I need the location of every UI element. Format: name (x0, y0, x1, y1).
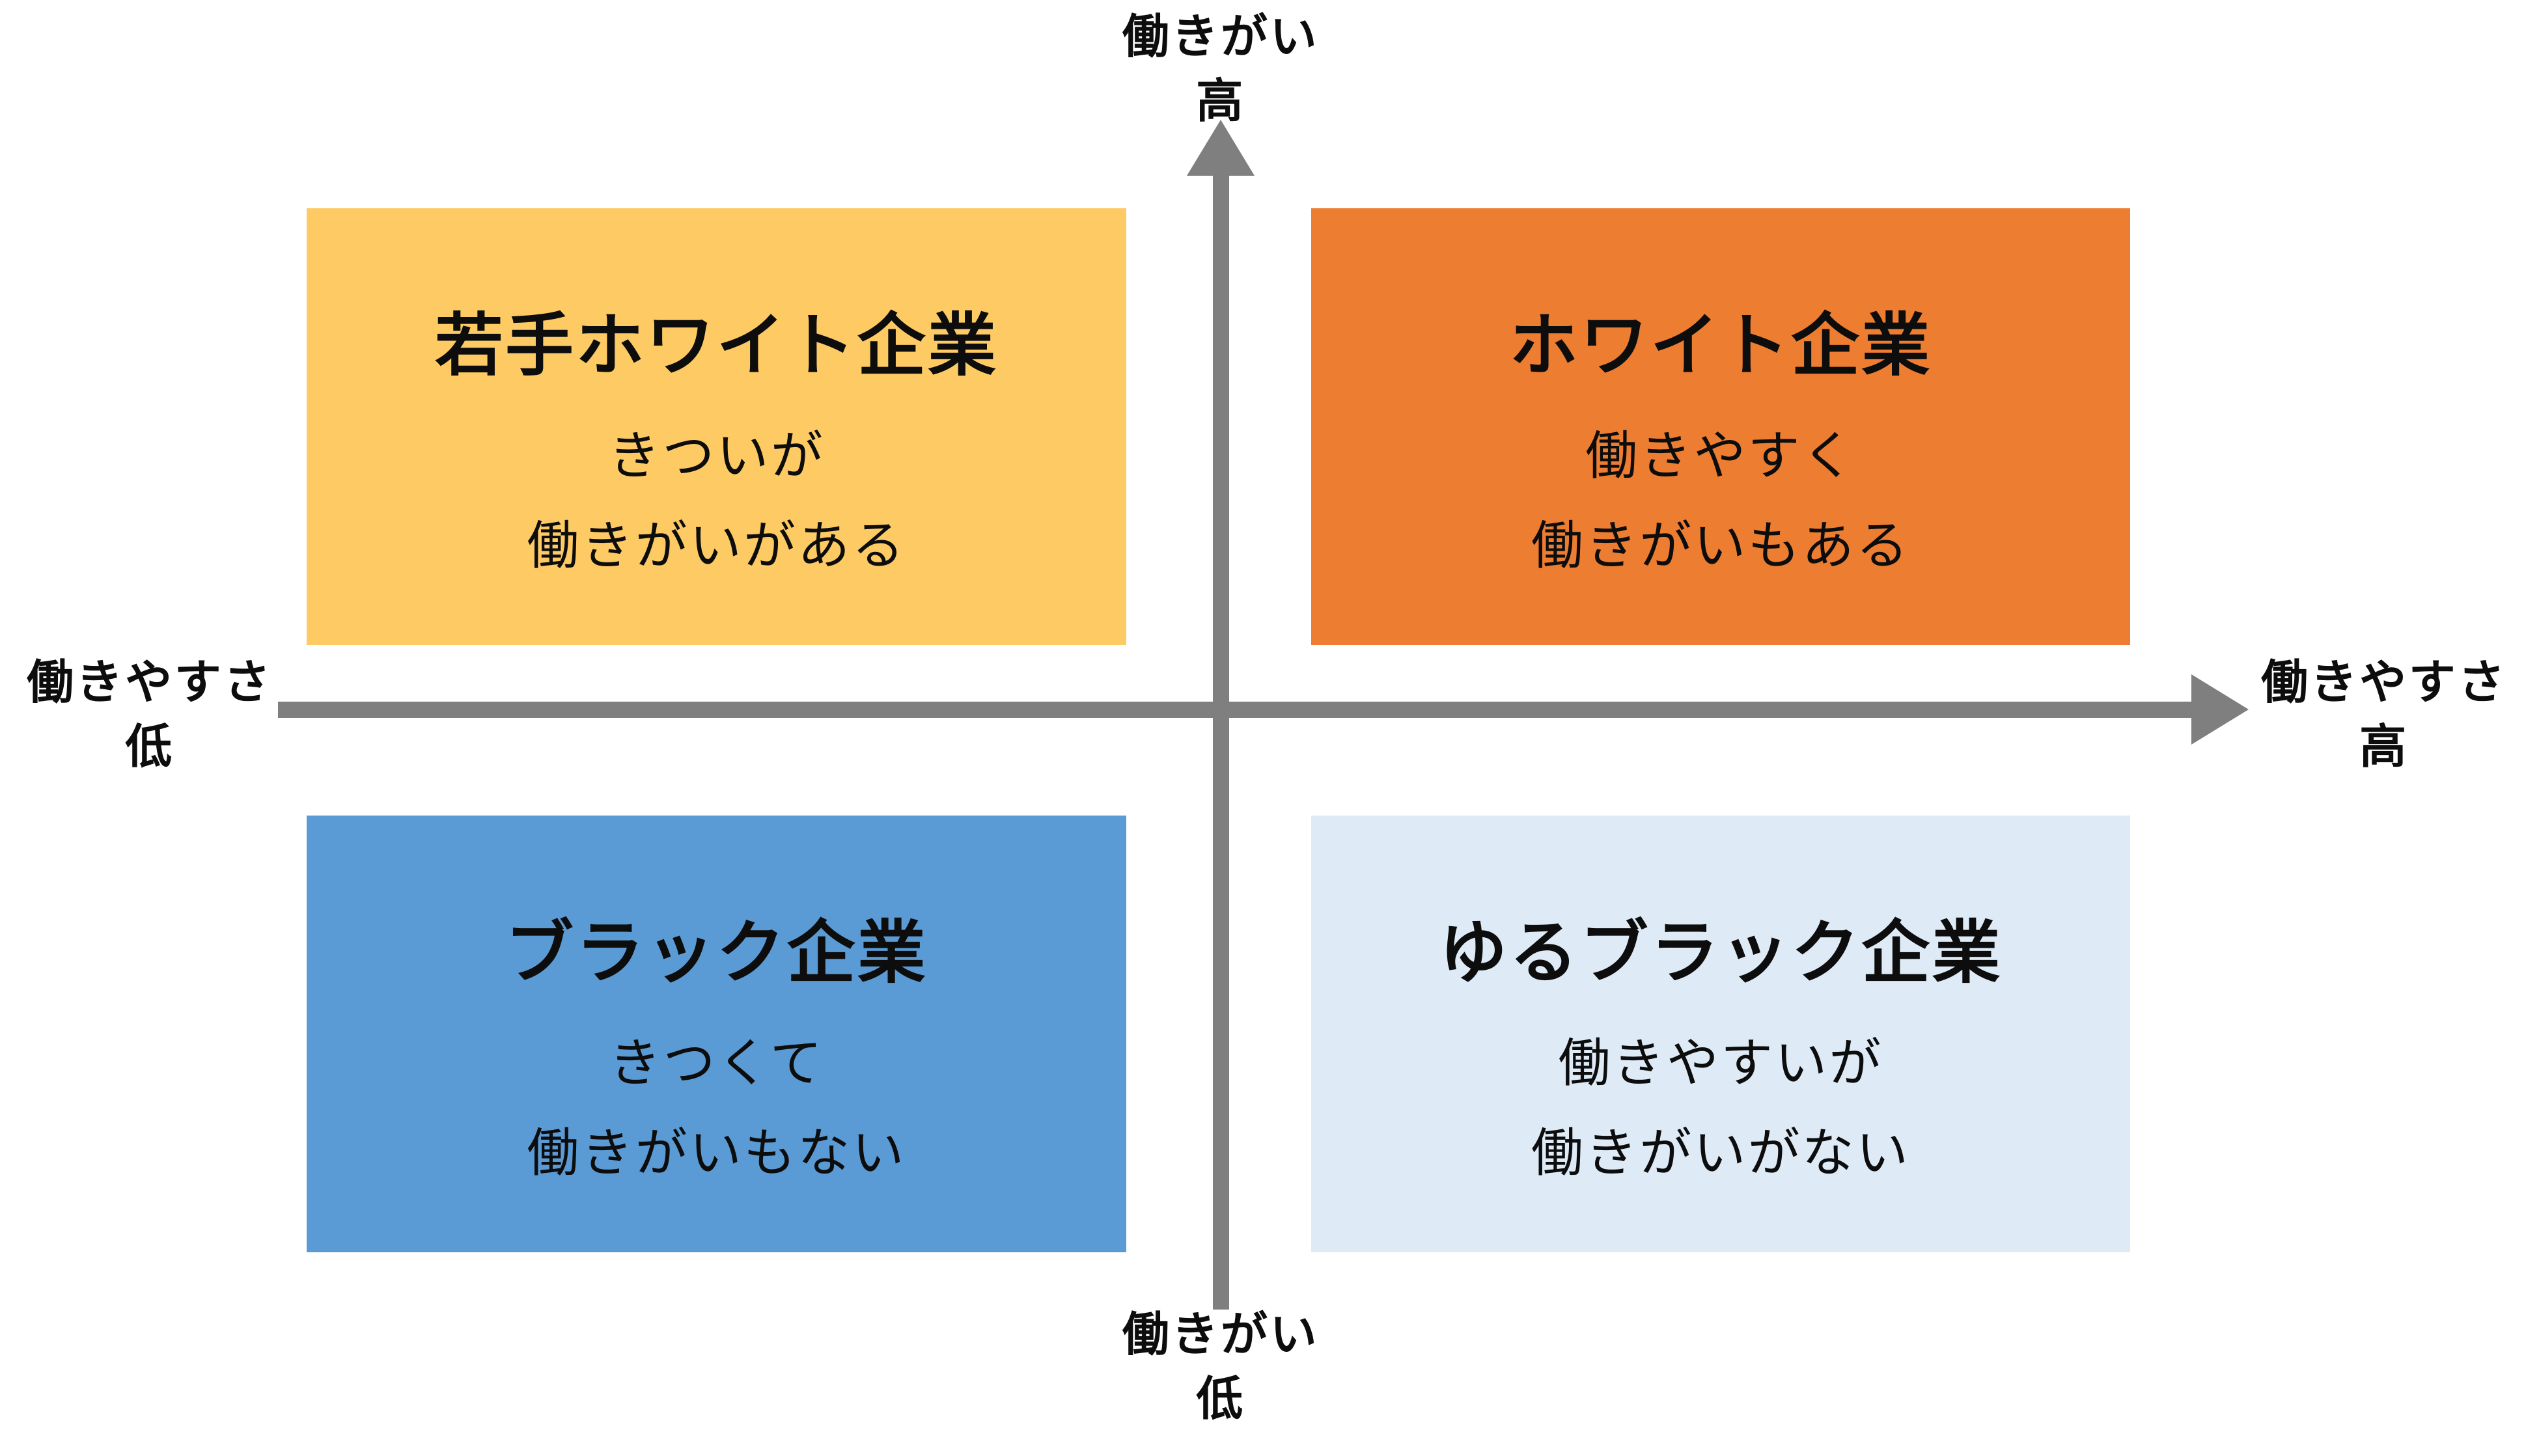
axis-label-bottom: 働きがい 低 (1071, 1303, 1370, 1432)
axis-label-top-line2: 高 (1196, 76, 1245, 128)
horizontal-axis-line (278, 702, 2195, 718)
axis-label-left-line2: 低 (125, 721, 174, 773)
axis-label-right: 働きやすさ 高 (2234, 651, 2534, 780)
quadrant-description-line1: きつくて (609, 1034, 824, 1092)
quadrant-description-line2: 働きがいがない (1531, 1124, 1911, 1182)
quadrant-title: ホワイト企業 (1509, 308, 1932, 384)
axis-label-bottom-line1: 働きがい (1122, 1309, 1320, 1361)
axis-label-left-line1: 働きやすさ (26, 657, 273, 709)
quadrant-description-line1: 働きやすく (1585, 427, 1856, 485)
axis-label-right-line2: 高 (2359, 721, 2409, 773)
quadrant-description: 働きやすく 働きがいもある (1311, 411, 2130, 591)
quadrant-description: きつくて 働きがいもない (307, 1019, 1126, 1198)
quadrant-description-line2: 働きがいもない (527, 1124, 906, 1182)
quadrant-description: 働きやすいが 働きがいがない (1311, 1019, 2130, 1198)
quadrant-description-line1: きついが (608, 427, 825, 485)
vertical-axis-line (1213, 168, 1229, 1310)
quadrant-description: きついが 働きがいがある (307, 411, 1126, 591)
quadrant-loose-black-company: ゆるブラック企業 働きやすいが 働きがいがない (1311, 816, 2130, 1252)
quadrant-title: ブラック企業 (505, 915, 928, 991)
quadrant-description-line1: 働きやすいが (1558, 1034, 1883, 1092)
right-arrowhead-icon (2191, 674, 2249, 745)
quadrant-white-company: ホワイト企業 働きやすく 働きがいもある (1311, 208, 2130, 645)
quadrant-description-line2: 働きがいもある (1531, 517, 1911, 575)
up-arrowhead-icon (1187, 120, 1255, 176)
axis-label-bottom-line2: 低 (1196, 1373, 1245, 1425)
axis-label-top: 働きがい 高 (1071, 5, 1370, 134)
quadrant-black-company: ブラック企業 きつくて 働きがいもない (307, 816, 1126, 1252)
quadrant-title: 若手ホワイト企業 (434, 308, 999, 384)
quadrant-title: ゆるブラック企業 (1439, 915, 2003, 991)
quadrant-young-white-company: 若手ホワイト企業 きついが 働きがいがある (307, 208, 1126, 645)
axis-label-left: 働きやすさ 低 (0, 651, 299, 780)
axis-label-right-line1: 働きやすさ (2260, 657, 2507, 709)
quadrant-description-line2: 働きがいがある (527, 517, 906, 575)
axis-label-top-line1: 働きがい (1122, 11, 1320, 63)
